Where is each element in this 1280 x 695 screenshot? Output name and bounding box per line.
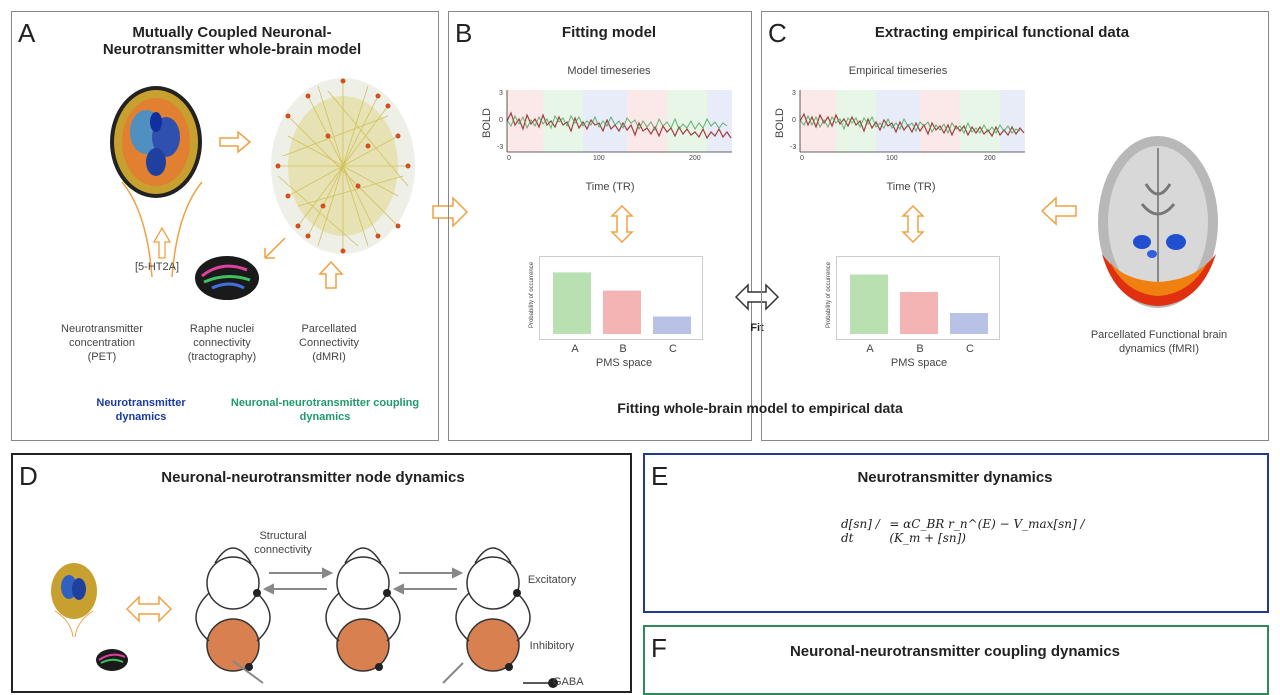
- gaba-label: GABA: [553, 676, 584, 688]
- ytick-b-0: 3: [499, 90, 503, 97]
- bar-xlabel-b: PMS space: [595, 357, 653, 369]
- chart-b-bar-c: [653, 316, 691, 334]
- xtick-b-2: 200: [689, 155, 701, 162]
- arrow-a-to-b-icon: [432, 196, 469, 228]
- node-dynamics-diagram: [195, 547, 558, 688]
- chart-b-bar-a: [553, 272, 591, 334]
- xtick-c-0: 0: [800, 155, 804, 162]
- chart-b-bar-b: [603, 290, 641, 334]
- arrow-diagonal-icon: [264, 237, 286, 259]
- ytick-c-2: -3: [790, 144, 797, 151]
- legend-neurotransmitter-dynamics: Neurotransmitter dynamics: [96, 397, 186, 423]
- xlabel-c: Time (TR): [886, 181, 936, 193]
- arrow-left-icon: [1040, 196, 1077, 226]
- bar-cat-c-c: C: [966, 343, 974, 355]
- fmri-brain-image: [1098, 136, 1218, 308]
- ylabel-b: BOLD: [481, 108, 493, 138]
- panel-a-letter: A: [18, 18, 36, 48]
- ytick-b-1: 0: [499, 117, 503, 124]
- panel-b-title: Fitting model: [561, 24, 657, 41]
- ylabel-c: BOLD: [774, 108, 786, 138]
- receptor-label: [5-HT2A]: [134, 261, 179, 273]
- panel-b: B Fitting model Model timeseries 3 0 -3 …: [448, 11, 752, 441]
- model-timeseries-title: Model timeseries: [567, 65, 651, 77]
- fmri-brain-label: Parcellated Functional brain dynamics (f…: [1090, 329, 1228, 355]
- label-parcellated-connectivity: Parcellated Connectivity (dMRI): [299, 323, 359, 363]
- xtick-c-1: 100: [886, 155, 898, 162]
- arrow-up-icon: [318, 260, 344, 289]
- ytick-b-2: -3: [497, 144, 504, 151]
- bar-ylabel-c: Probability of occurrence: [826, 261, 832, 329]
- pet-brain-image: [110, 86, 202, 198]
- bar-cat-c-b: B: [916, 343, 924, 355]
- bar-cat-b-c: C: [669, 343, 677, 355]
- arrow-updown-b-icon: [610, 204, 634, 244]
- excitatory-label: Excitatory: [527, 574, 577, 586]
- panel-d: D Neuronal-neurotransmitter node dynamic…: [11, 453, 632, 693]
- arrow-updown-c-icon: [901, 204, 925, 244]
- xtick-c-2: 200: [984, 155, 996, 162]
- label-raphe-connectivity: Raphe nuclei connectivity (tractography): [187, 323, 257, 363]
- arrow-bidirectional-d-icon: [125, 595, 173, 623]
- fit-double-arrow-icon: [734, 283, 780, 311]
- raphe-projection-lines: [121, 181, 203, 278]
- bar-cat-c-a: A: [866, 343, 874, 355]
- bar-cat-b-a: A: [571, 343, 579, 355]
- panel-b-letter: B: [455, 18, 473, 48]
- equation-rhs: = αC_BR r_n^(E) − V_max[sn] / (K_m + [sn…: [889, 517, 1085, 545]
- bar-xlabel-c: PMS space: [890, 357, 948, 369]
- xlabel-b: Time (TR): [585, 181, 635, 193]
- bar-chart-b: [539, 256, 703, 340]
- panel-a: A Mutually Coupled Neuronal-Neurotransmi…: [11, 11, 439, 441]
- equation-e: d[sn] / dt = αC_BR r_n^(E) − V_max[sn] /…: [841, 517, 1101, 545]
- panel-a-title: Mutually Coupled Neuronal-Neurotransmitt…: [102, 24, 362, 58]
- panel-f-letter: F: [651, 633, 667, 663]
- panel-e-title: Neurotransmitter dynamics: [857, 469, 1053, 486]
- model-timeseries-plot: [506, 90, 732, 153]
- xtick-b-0: 0: [507, 155, 511, 162]
- xtick-b-1: 100: [593, 155, 605, 162]
- panel-d-letter: D: [19, 461, 38, 491]
- bar-chart-c: [836, 256, 1000, 340]
- label-neurotransmitter-concentration: Neurotransmitter concentration (PET): [61, 323, 143, 363]
- arrow-right-icon: [219, 130, 252, 154]
- structural-connectivity-label: Structural connectivity: [254, 530, 312, 556]
- node-1: [195, 547, 271, 672]
- panel-c: C Extracting empirical functional data E…: [761, 11, 1269, 441]
- chart-c-bar-a: [850, 274, 888, 334]
- panel-d-title: Neuronal-neurotransmitter node dynamics: [161, 469, 465, 486]
- panel-e: E Neurotransmitter dynamics d[sn] / dt =…: [643, 453, 1269, 613]
- connectivity-network-image: [271, 78, 415, 254]
- panel-e-letter: E: [651, 461, 669, 491]
- bar-chart-b-svg: [553, 272, 691, 334]
- empirical-timeseries-plot: [799, 90, 1025, 153]
- tractography-brain-image: [195, 256, 259, 300]
- pet-brain-small-image: [51, 563, 97, 638]
- empirical-timeseries-title: Empirical timeseries: [848, 65, 948, 77]
- panel-f: F Neuronal-neurotransmitter coupling dyn…: [643, 625, 1269, 695]
- chart-c-bar-b: [900, 292, 938, 334]
- panel-f-title: Neuronal-neurotransmitter coupling dynam…: [789, 643, 1121, 660]
- bar-ylabel-b: Probability of occurrence: [529, 261, 535, 329]
- chart-c-bar-c: [950, 313, 988, 334]
- bar-cat-b-b: B: [619, 343, 627, 355]
- ytick-c-1: 0: [792, 117, 796, 124]
- ytick-c-0: 3: [792, 90, 796, 97]
- bar-chart-c-svg: [850, 274, 988, 334]
- legend-coupling-dynamics: Neuronal-neurotransmitter coupling dynam…: [230, 397, 420, 423]
- panel-c-title: Extracting empirical functional data: [874, 24, 1130, 41]
- panel-c-letter: C: [768, 18, 787, 48]
- fitting-footer: Fitting whole-brain model to empirical d…: [617, 400, 903, 416]
- equation-lhs: d[sn] / dt: [841, 517, 880, 545]
- inhibitory-label: Inhibitory: [529, 640, 575, 652]
- tractography-brain-small-image: [96, 649, 128, 671]
- fit-label: Fit: [750, 322, 764, 334]
